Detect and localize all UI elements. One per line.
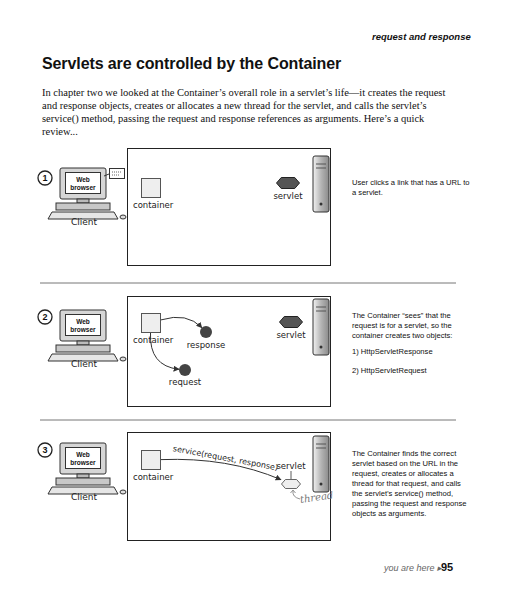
browser-screen: Web browserClient: [65, 314, 101, 336]
servlet-hexagon: servlet: [279, 316, 303, 328]
intro-paragraph: In chapter two we looked at the Containe…: [42, 86, 456, 138]
object-label: request: [155, 377, 215, 387]
hexagon-outline: [276, 177, 300, 189]
client-label: Client: [54, 217, 114, 227]
edge-label: service(request, response): [172, 444, 279, 472]
server-tower: [313, 436, 329, 492]
object-name: 2) HttpServletRequest: [352, 366, 470, 376]
object-label: response: [176, 340, 236, 350]
callout-number: 1: [38, 171, 52, 185]
browser-screen: Web browserClient: [65, 172, 101, 194]
container-label: container: [133, 472, 173, 482]
connector-arrow: [161, 459, 281, 479]
server-area: [128, 433, 331, 541]
object-name: 1) HttpServletResponse: [352, 347, 470, 357]
container-box: container: [141, 450, 161, 470]
thread-note: thread: [299, 489, 334, 505]
step-description: The Container “sees” that the request is…: [352, 311, 470, 341]
separator-line: [40, 420, 456, 421]
leader-line: [293, 491, 300, 499]
leader-arrowhead: [291, 490, 296, 493]
step-description: The Container finds the correct servlet …: [352, 449, 470, 519]
running-header: request and response: [372, 31, 471, 42]
client-computer: [48, 168, 126, 219]
page-title: Servlets are controlled by the Container: [42, 55, 341, 73]
client-computer: [48, 443, 126, 494]
hexagon-shape: [282, 480, 301, 489]
client-computer: [48, 310, 126, 361]
hexagon-shape: [277, 178, 300, 189]
request-object: request: [179, 364, 191, 376]
page-footer-note: you are here ▸: [384, 563, 442, 573]
screen-text: Web browser: [66, 451, 100, 466]
step-description: User clicks a link that has a URL to a s…: [352, 178, 470, 198]
hexagon-outline: [281, 479, 301, 489]
servlet-hexagon: servlet: [281, 479, 301, 489]
container-box: container: [141, 313, 161, 333]
servlet-hexagon: servlet: [276, 177, 300, 189]
url-bubble: [104, 169, 125, 179]
server-tower: [313, 299, 329, 355]
page-number: 95: [441, 561, 453, 573]
container-box: container: [141, 178, 161, 198]
step-circle: [38, 171, 52, 185]
response-object: response: [200, 326, 212, 338]
hexagon-outline: [279, 316, 303, 328]
connector-arrow: [161, 317, 202, 327]
leader-line: [291, 471, 292, 479]
servlet-label: servlet: [258, 191, 318, 201]
browser-screen: Web browserClient: [65, 447, 101, 469]
hexagon-shape: [280, 317, 303, 328]
step-circle: [38, 443, 52, 457]
client-label: Client: [54, 359, 114, 369]
client-label: Client: [54, 492, 114, 502]
container-label: container: [133, 335, 173, 345]
container-label: container: [133, 200, 173, 210]
separator-line: [40, 283, 456, 284]
server-tower: [313, 156, 329, 212]
step-circle: [38, 310, 52, 324]
server-area: [128, 297, 331, 407]
connector-arrow: [150, 333, 179, 369]
callout-number: 2: [38, 310, 52, 324]
servlet-label: servlet: [261, 330, 321, 340]
server-area: [128, 149, 331, 266]
screen-text: Web browser: [66, 318, 100, 333]
callout-number: 3: [38, 443, 52, 457]
screen-text: Web browser: [66, 176, 100, 191]
